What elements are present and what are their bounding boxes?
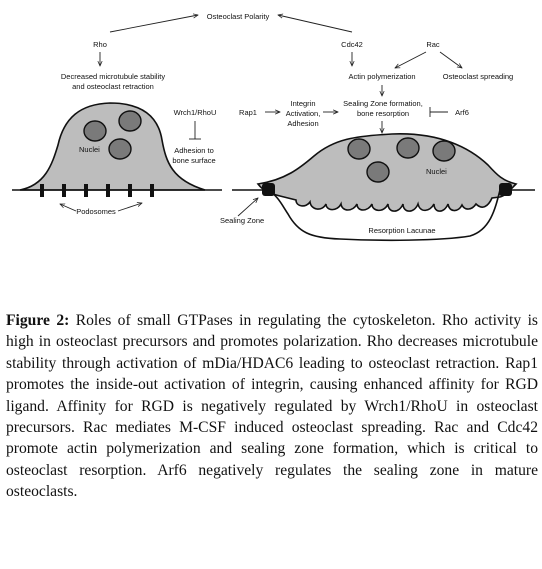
label-rap1: Rap1	[239, 108, 257, 117]
nucleus-right-1	[347, 138, 371, 160]
label-actin-polymerization: Actin polymerization	[348, 72, 415, 81]
arrow-sealing-zone	[237, 198, 258, 217]
label-rac: Rac	[426, 40, 440, 49]
label-sealing-zone-formation-line2: bone resorption	[357, 109, 409, 118]
sealing-zone-left	[262, 183, 275, 196]
caption-label: Figure 2:	[6, 312, 70, 329]
podosome-4	[106, 184, 110, 197]
label-integrin-line2: Activation,	[286, 109, 321, 118]
sealing-zone-right	[499, 183, 512, 196]
label-integrin-line1: Integrin	[290, 99, 315, 108]
label-cdc42: Cdc42	[341, 40, 363, 49]
label-osteoclast-polarity: Osteoclast Polarity	[207, 12, 270, 21]
label-decreased-microtubule-line1: Decreased microtubule stability	[61, 72, 165, 81]
label-arf6: Arf6	[455, 108, 469, 117]
arrow-podosomes-left	[60, 203, 77, 212]
podosome-3	[84, 184, 88, 197]
label-resorption-lacunae: Resorption Lacunae	[368, 226, 435, 235]
label-wrch1-rhou: Wrch1/RhoU	[174, 108, 217, 117]
label-podosomes: Podosomes	[76, 207, 116, 216]
label-decreased-microtubule-line2: and osteoclast retraction	[72, 82, 154, 91]
label-nuclei-left: Nuclei	[79, 145, 100, 154]
label-adhesion-line1: Adhesion to	[174, 146, 214, 155]
label-integrin-line3: Adhesion	[287, 119, 318, 128]
resorption-lacuna-outline	[267, 189, 501, 242]
podosome-1	[40, 184, 44, 197]
figure-caption: Figure 2: Roles of small GTPases in regu…	[6, 310, 538, 503]
podosome-5	[128, 184, 132, 197]
label-sealing-zone: Sealing Zone	[220, 216, 264, 225]
osteoclast-diagram: Osteoclast Polarity Rho Decreased microt…	[12, 12, 535, 242]
podosome-6	[150, 184, 154, 197]
nucleus-right-2	[396, 137, 420, 159]
nucleus-left-3	[108, 138, 132, 160]
arrow-podosomes-right	[117, 203, 142, 212]
label-rho: Rho	[93, 40, 107, 49]
nucleus-right-3	[432, 140, 456, 162]
nucleus-left-2	[118, 110, 142, 132]
caption-text: Roles of small GTPases in regulating the…	[6, 312, 539, 501]
label-osteoclast-spreading: Osteoclast spreading	[443, 72, 513, 81]
nucleus-left-1	[83, 120, 107, 142]
arrow-polarity-rho	[109, 15, 198, 33]
arrow-rac-spreading	[439, 51, 462, 68]
label-nuclei-right: Nuclei	[426, 167, 447, 176]
arrow-rac-actin	[395, 51, 427, 68]
nucleus-right-4	[366, 161, 390, 183]
label-sealing-zone-formation-line1: Sealing Zone formation,	[343, 99, 423, 108]
label-adhesion-line2: bone surface	[172, 156, 215, 165]
podosome-2	[62, 184, 66, 197]
arrow-polarity-cdc42	[278, 15, 353, 33]
